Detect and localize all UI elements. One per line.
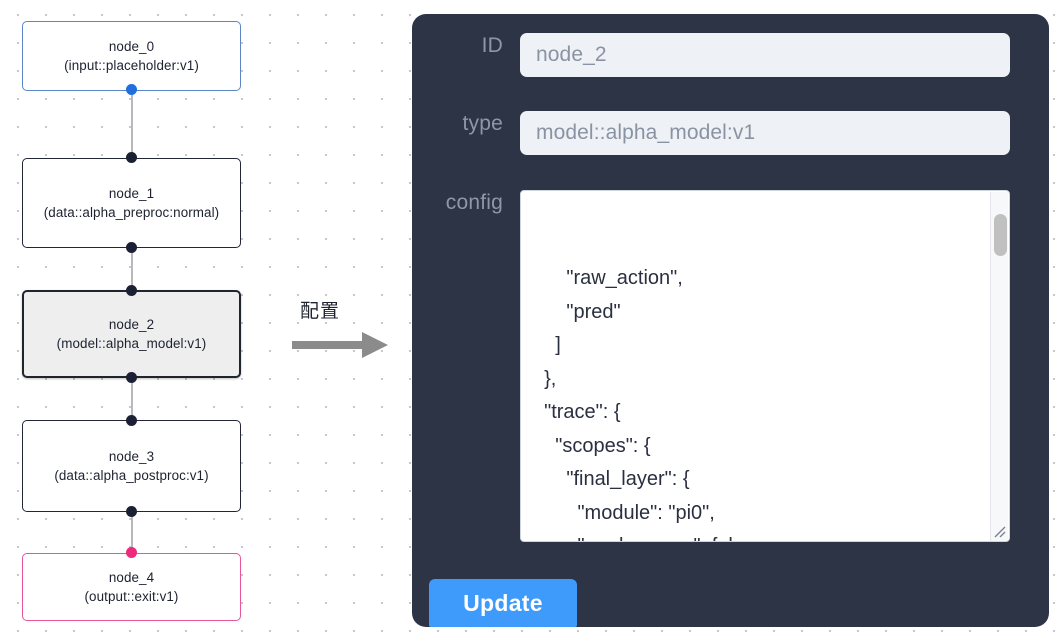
config-row-config: config "raw_action", "pred" ] }, "trace"… (412, 190, 1010, 542)
id-input[interactable] (520, 33, 1010, 77)
config-label: config (445, 191, 503, 214)
flow-annotation: 配置 (292, 296, 402, 366)
config-textarea-text: "raw_action", "pred" ] }, "trace": { "sc… (544, 267, 754, 541)
port-node_2-input[interactable] (126, 285, 137, 296)
port-node_3-output[interactable] (126, 506, 137, 517)
edge-node2-node3 (131, 372, 134, 420)
port-node_1-input[interactable] (126, 152, 137, 163)
config-row-type: type (412, 111, 1010, 155)
graph-node-node_0[interactable]: node_0(input::placeholder:v1) (22, 21, 241, 91)
graph-node-node_1[interactable]: node_1(data::alpha_preproc:normal) (22, 158, 241, 248)
update-button[interactable]: Update (429, 579, 577, 627)
config-scrollbar[interactable] (990, 192, 1008, 541)
node-config-panel: ID type config "raw_action", "pred" ] },… (412, 14, 1049, 627)
config-textarea[interactable]: "raw_action", "pred" ] }, "trace": { "sc… (520, 190, 1010, 542)
port-node_4-input[interactable] (126, 547, 137, 558)
port-node_3-input[interactable] (126, 415, 137, 426)
graph-node-label: node_0(input::placeholder:v1) (64, 39, 199, 73)
right-arrow-icon (292, 332, 388, 358)
port-node_2-output[interactable] (126, 372, 137, 383)
flow-annotation-label: 配置 (300, 300, 341, 322)
graph-node-node_3[interactable]: node_3(data::alpha_postproc:v1) (22, 420, 241, 512)
graph-node-label: node_2(model::alpha_model:v1) (56, 317, 207, 351)
config-row-id: ID (412, 33, 1010, 77)
edge-node1-node2 (131, 245, 134, 293)
config-scrollbar-thumb[interactable] (994, 214, 1007, 256)
graph-node-node_2[interactable]: node_2(model::alpha_model:v1) (22, 290, 241, 378)
graph-node-label: node_1(data::alpha_preproc:normal) (43, 186, 220, 220)
resize-grip-icon[interactable] (991, 523, 1007, 539)
graph-node-label: node_3(data::alpha_postproc:v1) (54, 449, 209, 483)
port-node_1-output[interactable] (126, 242, 137, 253)
type-input[interactable] (520, 111, 1010, 155)
edge-node0-node1 (131, 88, 134, 158)
graph-node-label: node_4(output::exit:v1) (84, 570, 179, 604)
port-node_0-output[interactable] (126, 84, 137, 95)
edge-node3-node4 (131, 508, 134, 552)
graph-node-node_4[interactable]: node_4(output::exit:v1) (22, 553, 241, 621)
id-label: ID (481, 34, 503, 57)
type-label: type (462, 112, 503, 135)
